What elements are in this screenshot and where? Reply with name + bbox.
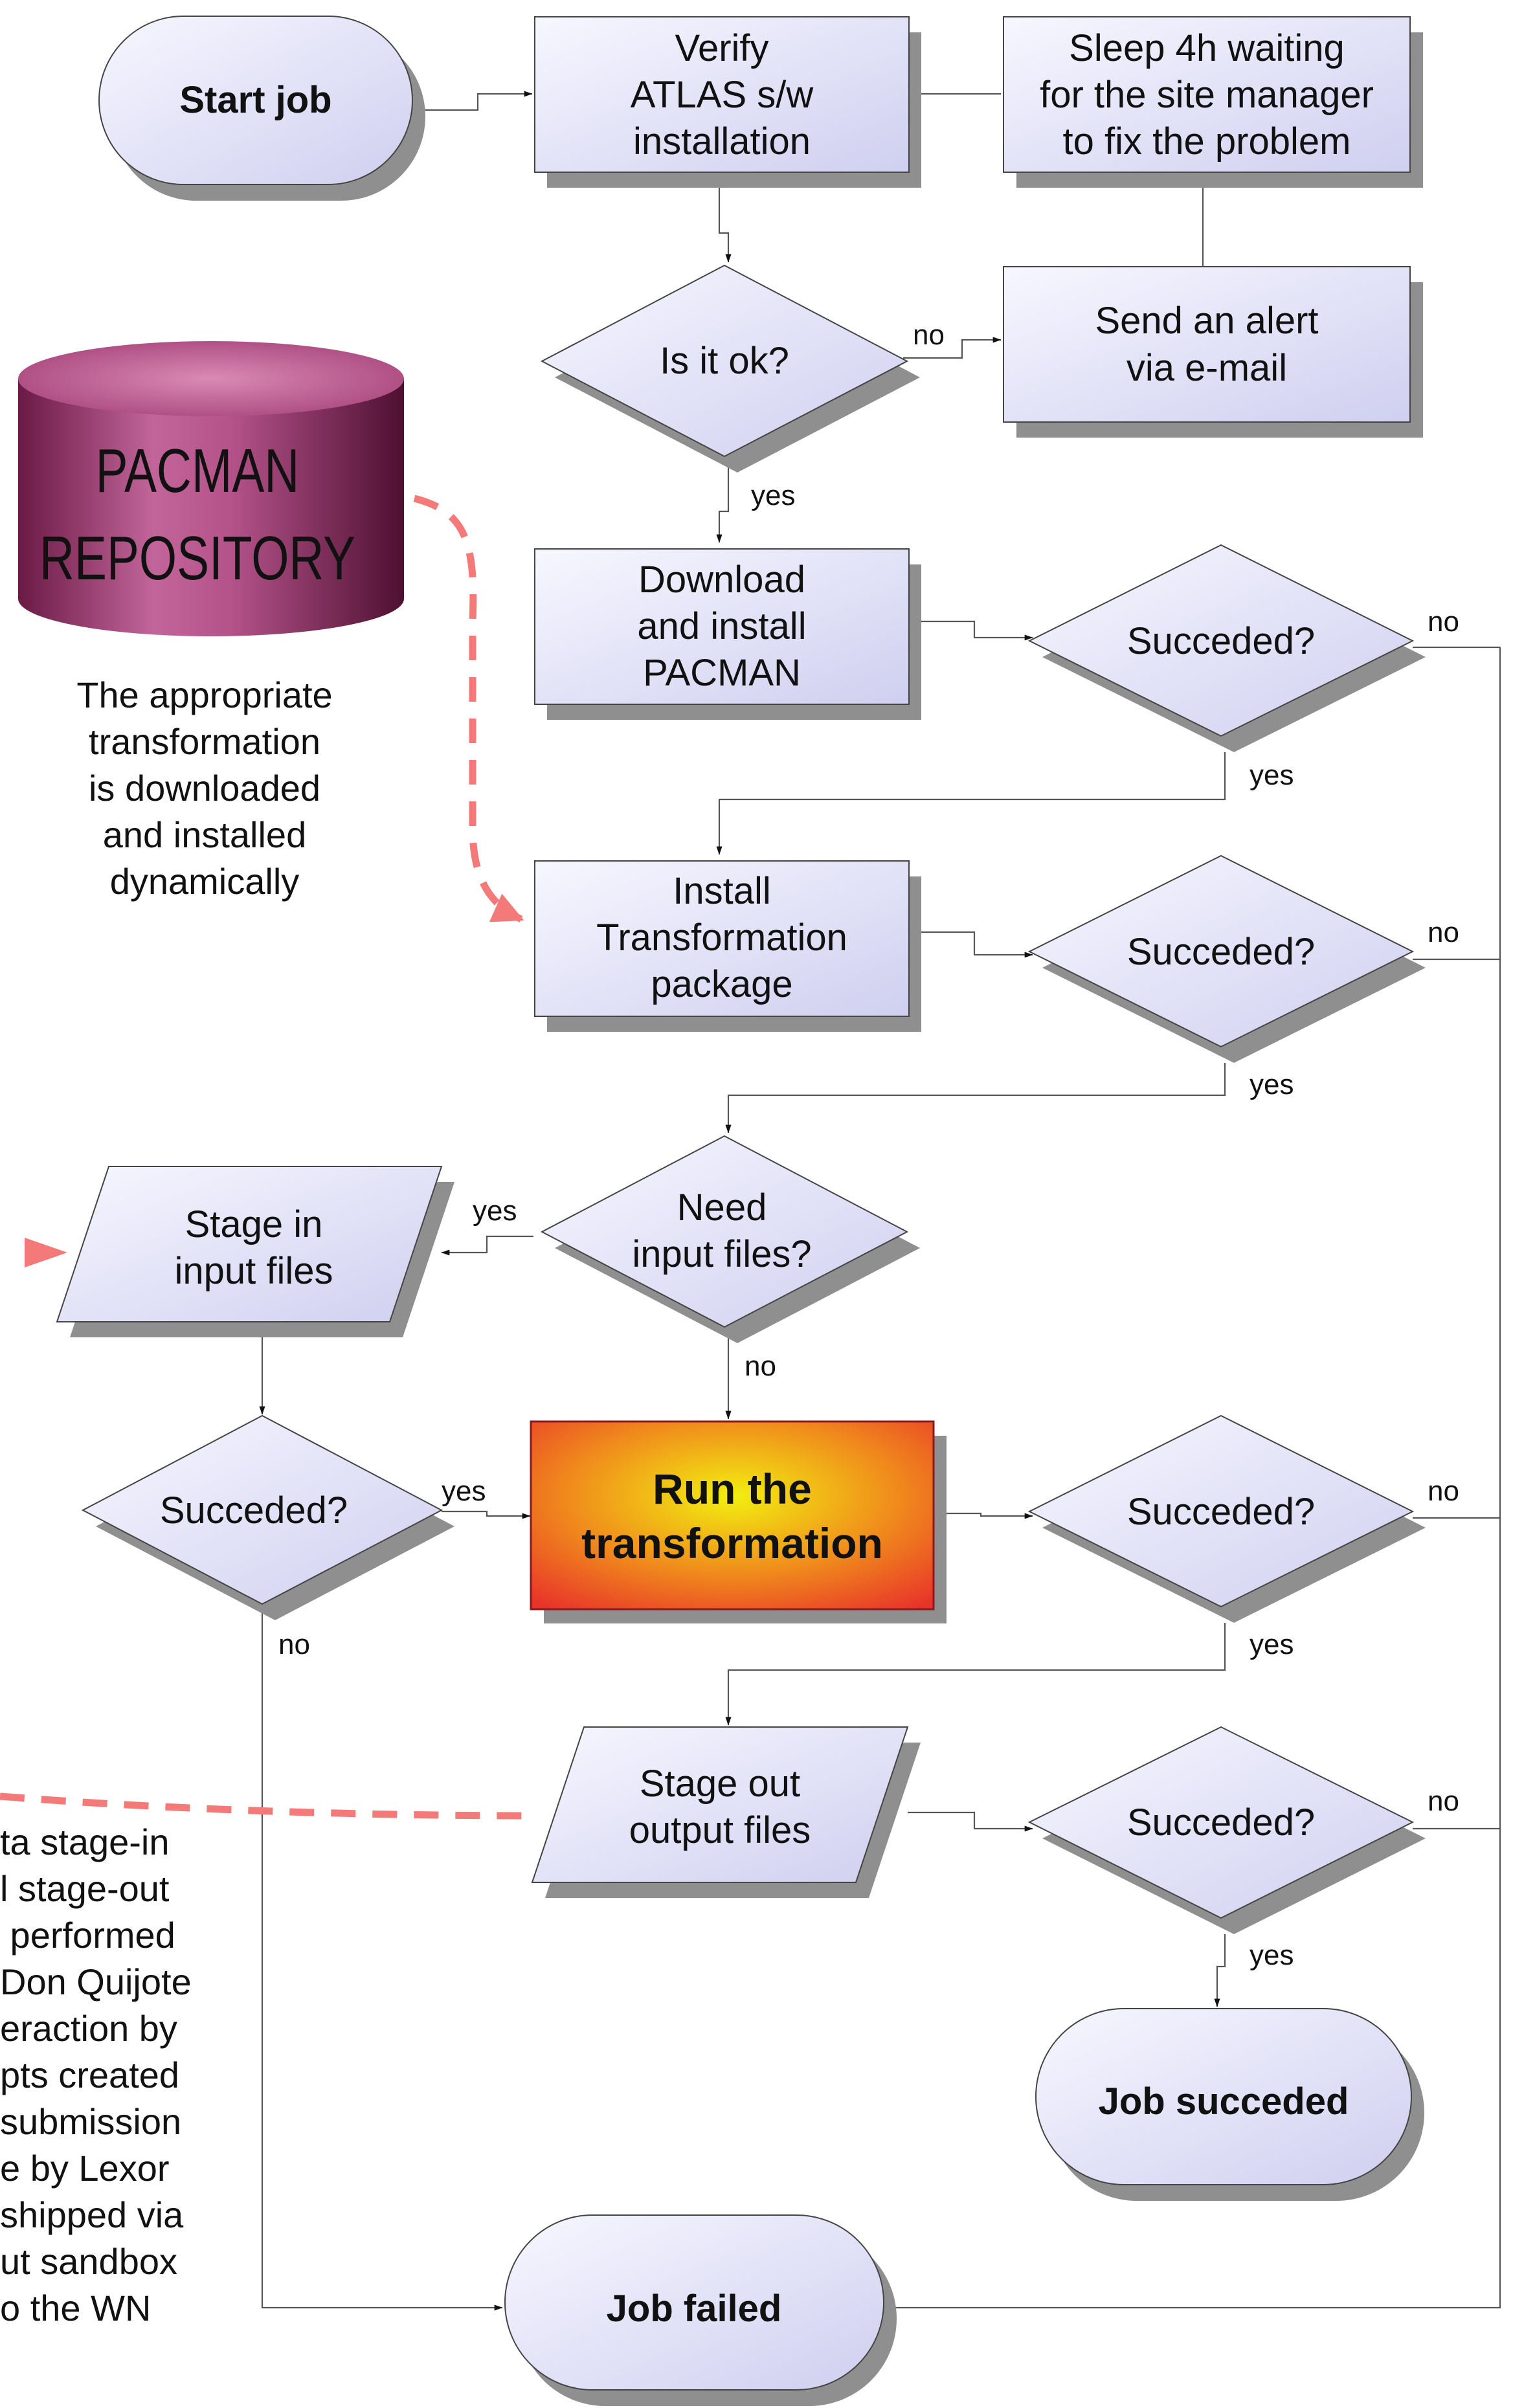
- edge-label-download-no: no: [1428, 606, 1459, 638]
- transformation-note-line-2: transformation: [89, 721, 320, 762]
- repository-line-2: REPOSITORY: [39, 524, 355, 593]
- verify-line-1: Verify: [675, 27, 768, 69]
- download-line-3: PACMAN: [643, 652, 801, 694]
- job-failed-label: Job failed: [607, 2288, 782, 2330]
- start-job-terminal[interactable]: Start job: [98, 16, 425, 201]
- stage-out-line-2: output files: [629, 1809, 811, 1851]
- edge-label-run-yes: yes: [1250, 1629, 1294, 1660]
- install-line-3: package: [651, 963, 792, 1005]
- stage-note-line-2: l stage-out: [0, 1868, 170, 1909]
- job-succeeded-label: Job succeded: [1099, 2080, 1349, 2123]
- stage-note-line-9: shipped via: [0, 2194, 184, 2235]
- succeeded-stage-out-decision[interactable]: Succeded?: [1027, 1726, 1426, 1934]
- transformation-note: The appropriate transformation is downlo…: [76, 674, 332, 902]
- sleep-line-1: Sleep 4h waiting: [1069, 27, 1345, 69]
- stage-in-line-2: input files: [174, 1250, 333, 1292]
- succeeded-stage-out-label: Succeded?: [1127, 1801, 1315, 1844]
- stage-note-line-4: Don Quijote: [0, 1961, 192, 2002]
- edge-label-is-ok-no: no: [913, 319, 945, 351]
- connectors: [259, 91, 1501, 2311]
- stage-in-parallelogram[interactable]: Stage in input files: [56, 1166, 454, 1337]
- transformation-note-line-1: The appropriate: [76, 674, 332, 715]
- edge-label-stage-in-yes: yes: [442, 1475, 486, 1507]
- stage-note-line-8: e by Lexor: [0, 2148, 170, 2189]
- stage-in-red-arrowhead: [25, 1238, 67, 1267]
- edge-label-is-ok-yes: yes: [751, 480, 795, 511]
- need-input-line-1: Need: [677, 1187, 767, 1229]
- stage-note-line-3: performed: [0, 1915, 175, 1956]
- succeeded-stage-in-label: Succeded?: [160, 1489, 348, 1532]
- download-pacman-box[interactable]: Download and install PACMAN: [534, 548, 921, 720]
- need-input-files-decision[interactable]: Need input files?: [540, 1135, 920, 1343]
- need-input-line-2: input files?: [632, 1233, 811, 1275]
- stage-note-line-7: submission: [0, 2101, 181, 2142]
- succeeded-run-decision[interactable]: Succeded?: [1027, 1414, 1426, 1623]
- sleep-wait-box[interactable]: Sleep 4h waiting for the site manager to…: [1003, 16, 1423, 188]
- edge-label-install-no: no: [1428, 917, 1459, 948]
- repository-line-1: PACMAN: [96, 436, 300, 506]
- stage-note-line-1: ta stage-in: [0, 1822, 170, 1862]
- run-line-1: Run the: [653, 1465, 812, 1513]
- stage-out-line-1: Stage out: [640, 1763, 800, 1805]
- sleep-line-2: for the site manager: [1040, 74, 1374, 116]
- verify-line-2: ATLAS s/w: [631, 74, 814, 116]
- succeeded-stage-in-decision[interactable]: Succeded?: [81, 1414, 454, 1620]
- job-succeeded-terminal[interactable]: Job succeded: [1035, 2008, 1424, 2201]
- edge-label-download-yes: yes: [1250, 759, 1294, 791]
- dashed-arrows: [0, 495, 538, 1820]
- stage-note-line-10: ut sandbox: [0, 2241, 177, 2282]
- stage-note-line-6: pts created: [0, 2055, 179, 2095]
- succeeded-install-decision[interactable]: Succeded?: [1027, 854, 1426, 1063]
- edge-label-need-input-yes: yes: [473, 1195, 517, 1227]
- install-line-1: Install: [673, 870, 771, 912]
- transformation-note-line-4: and installed: [103, 814, 306, 855]
- send-alert-line-1: Send an alert: [1095, 300, 1318, 342]
- succeeded-download-decision[interactable]: Succeded?: [1027, 544, 1426, 752]
- edge-label-stage-out-yes: yes: [1250, 1939, 1294, 1971]
- start-job-label: Start job: [179, 79, 331, 121]
- stage-note-line-11: o the WN: [0, 2288, 151, 2328]
- install-transformation-box[interactable]: Install Transformation package: [534, 860, 921, 1032]
- edge-label-stage-out-no: no: [1428, 1785, 1459, 1817]
- edge-labels: no yes no yes no yes yes no yes no no ye…: [278, 319, 1459, 1971]
- run-transformation-box[interactable]: Run the transformation: [530, 1420, 947, 1623]
- edge-label-need-input-no: no: [745, 1350, 776, 1382]
- stage-in-line-1: Stage in: [185, 1203, 323, 1245]
- verify-line-3: installation: [633, 120, 811, 162]
- edge-label-stage-in-no: no: [278, 1629, 310, 1660]
- stage-note-line-5: eraction by: [0, 2008, 177, 2049]
- stage-note: ta stage-in l stage-out performed Don Qu…: [0, 1822, 192, 2328]
- send-alert-box[interactable]: Send an alert via e-mail: [1003, 266, 1423, 438]
- sleep-line-3: to fix the problem: [1063, 120, 1351, 162]
- succeeded-install-label: Succeded?: [1127, 931, 1315, 973]
- pacman-repository-cylinder: PACMAN REPOSITORY: [18, 341, 404, 636]
- send-alert-line-2: via e-mail: [1126, 347, 1287, 389]
- is-it-ok-decision[interactable]: Is it ok?: [540, 264, 920, 473]
- verify-installation-box[interactable]: Verify ATLAS s/w installation: [534, 16, 921, 188]
- transformation-note-line-5: dynamically: [110, 861, 300, 902]
- install-line-2: Transformation: [596, 917, 847, 959]
- transformation-note-line-3: is downloaded: [89, 768, 320, 808]
- job-failed-terminal[interactable]: Job failed: [504, 2214, 897, 2406]
- download-line-1: Download: [638, 559, 805, 601]
- succeeded-download-label: Succeded?: [1127, 620, 1315, 662]
- run-line-2: transformation: [581, 1519, 883, 1567]
- download-line-2: and install: [637, 605, 806, 647]
- edge-label-run-no: no: [1428, 1475, 1459, 1507]
- stage-out-parallelogram[interactable]: Stage out output files: [531, 1726, 921, 1898]
- edge-label-install-yes: yes: [1250, 1069, 1294, 1100]
- is-it-ok-label: Is it ok?: [660, 340, 789, 382]
- succeeded-run-label: Succeded?: [1127, 1491, 1315, 1533]
